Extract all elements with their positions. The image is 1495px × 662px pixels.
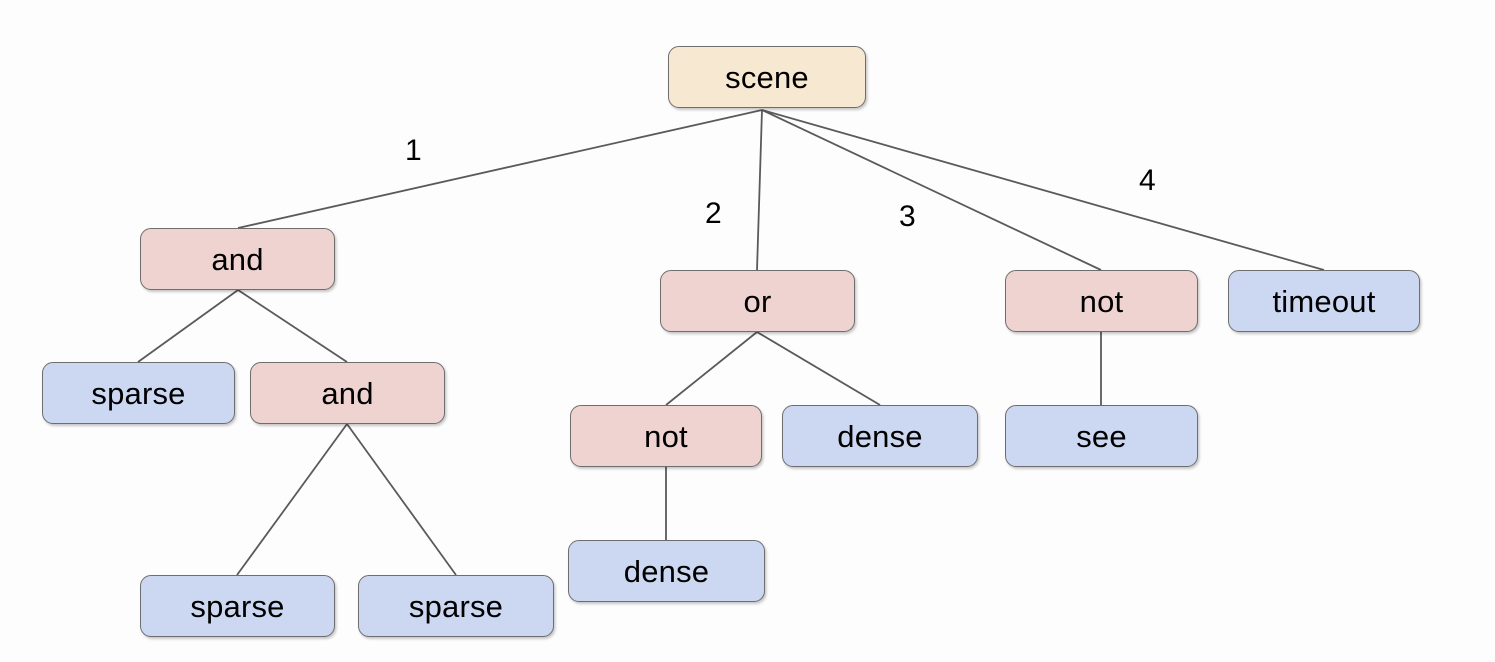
tree-node-and2[interactable]: and [250, 362, 445, 424]
tree-node-and1[interactable]: and [140, 228, 335, 290]
tree-node-label: and [321, 375, 374, 411]
tree-node-label: dense [623, 553, 710, 589]
tree-node-sparse2[interactable]: sparse [140, 575, 335, 637]
tree-node-or1[interactable]: or [660, 270, 855, 332]
tree-node-sparse3[interactable]: sparse [358, 575, 554, 637]
tree-node-label: timeout [1272, 283, 1376, 319]
tree-node-sparse1[interactable]: sparse [42, 362, 235, 424]
tree-edge [756, 109, 763, 271]
tree-node-timeout[interactable]: timeout [1228, 270, 1420, 332]
tree-node-label: or [743, 283, 772, 319]
tree-node-label: dense [837, 418, 923, 454]
tree-node-dense_b[interactable]: dense [568, 540, 765, 602]
tree-edge [761, 109, 1102, 271]
edge-label-2: 2 [705, 197, 722, 230]
edge-label-1: 1 [405, 134, 422, 167]
edge-label-4: 4 [1139, 164, 1156, 197]
tree-node-label: sparse [91, 375, 186, 411]
tree-node-not_r[interactable]: not [1005, 270, 1198, 332]
tree-node-dense_m[interactable]: dense [782, 405, 978, 467]
tree-node-label: scene [725, 59, 809, 95]
tree-node-see[interactable]: see [1005, 405, 1198, 467]
tree-node-label: see [1076, 418, 1127, 454]
tree-edge [236, 423, 348, 576]
tree-edge [237, 289, 348, 363]
tree-edge [665, 331, 758, 406]
tree-node-label: not [1079, 283, 1124, 319]
tree-node-label: and [211, 241, 264, 277]
tree-node-not_m[interactable]: not [570, 405, 762, 467]
tree-edge [137, 289, 239, 363]
edge-label-3: 3 [899, 200, 916, 233]
tree-node-label: sparse [190, 588, 285, 624]
tree-edge [756, 331, 881, 406]
tree-node-scene[interactable]: scene [668, 46, 866, 108]
tree-edge [761, 109, 1325, 271]
tree-edge [237, 109, 763, 229]
tree-node-label: not [644, 418, 688, 454]
tree-node-label: sparse [408, 588, 504, 624]
tree-edge [346, 423, 457, 576]
